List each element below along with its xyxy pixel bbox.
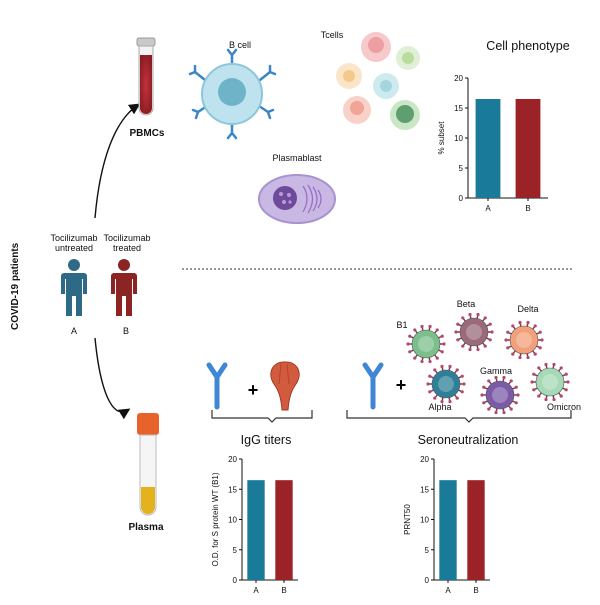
letter-b: B	[123, 326, 129, 336]
y-tick-label: 0	[459, 194, 464, 203]
variant-label-omicron: Omicron	[547, 402, 581, 412]
plasmablast-label: Plasmablast	[272, 153, 322, 163]
y-tick-label: 0	[233, 576, 238, 585]
svg-text:Tocilizumab: Tocilizumab	[50, 233, 97, 243]
y-tick-label: 10	[228, 516, 237, 525]
side-label: COVID-19 patients	[10, 242, 21, 330]
plasmablast-icon	[258, 174, 336, 224]
variant-b1-icon	[406, 324, 446, 364]
bar-b	[515, 99, 541, 198]
person-a-icon	[61, 259, 87, 316]
x-tick-label: B	[281, 586, 286, 595]
variant-label-b1: B1	[396, 320, 407, 330]
t-cells-label: Tcells	[321, 30, 344, 40]
x-tick-label: A	[445, 586, 451, 595]
chart-title: Cell phenotype	[486, 39, 569, 53]
y-tick-label: 15	[454, 104, 463, 113]
arrow-to-pbmcs	[94, 103, 141, 219]
y-tick-label: 10	[420, 516, 429, 525]
arrow-to-plasma	[94, 337, 131, 420]
variant-label-gamma: Gamma	[480, 366, 512, 376]
igg-titers-label: IgG titers	[241, 433, 292, 447]
variant-delta-icon	[504, 320, 544, 360]
variant-label-delta: Delta	[517, 304, 538, 314]
pbmcs-label: PBMCs	[129, 128, 164, 139]
letter-a: A	[71, 326, 77, 336]
plus-sign-2: +	[396, 375, 407, 395]
variant-beta-icon	[454, 312, 494, 352]
y-tick-label: 5	[425, 546, 430, 555]
bar-a	[247, 480, 265, 580]
y-tick-label: 10	[454, 134, 463, 143]
bar-a	[475, 99, 501, 198]
x-tick-label: B	[473, 586, 478, 595]
y-tick-label: 20	[454, 74, 463, 83]
t-cells-icon	[336, 32, 420, 130]
bar-chart-2: 0 5 10 15 20A B O.D. for S protein WT (B1)	[211, 455, 298, 595]
bar-a	[439, 480, 457, 580]
y-axis-label: PRNT50	[403, 504, 412, 535]
variant-label-beta: Beta	[457, 299, 476, 309]
antibody-icon-2	[362, 362, 384, 410]
variant-alpha-icon	[426, 364, 466, 404]
blood-tube-icon	[136, 37, 156, 116]
spike-protein-icon	[270, 361, 300, 411]
x-tick-label: A	[253, 586, 259, 595]
x-tick-label: A	[485, 204, 491, 213]
y-axis-label: O.D. for S protein WT (B1)	[211, 472, 220, 566]
y-tick-label: 5	[459, 164, 464, 173]
b-cell-label: B cell	[229, 40, 251, 50]
variant-omicron-icon	[530, 362, 570, 402]
person-b-icon	[111, 259, 137, 316]
variant-gamma-icon	[480, 375, 520, 415]
y-tick-label: 5	[233, 546, 238, 555]
patient-b-label: Tocilizumab treated	[103, 233, 150, 253]
svg-text:Tocilizumab: Tocilizumab	[103, 233, 150, 243]
y-tick-label: 15	[420, 485, 429, 494]
bracket-igg	[211, 410, 313, 423]
antibody-icon	[206, 362, 228, 410]
bar-b	[275, 480, 293, 580]
y-tick-label: 20	[420, 455, 429, 464]
seroneutralization-label: Seroneutralization	[418, 433, 519, 447]
y-tick-label: 15	[228, 485, 237, 494]
y-tick-label: 20	[228, 455, 237, 464]
svg-text:untreated: untreated	[55, 243, 93, 253]
variant-label-alpha: Alpha	[428, 402, 451, 412]
plus-sign-1: +	[248, 380, 259, 400]
y-axis-label: % subset	[437, 121, 446, 155]
x-tick-label: B	[525, 204, 530, 213]
plasma-tube-icon	[137, 413, 159, 516]
bar-chart-1: 0 5 10 15 20A B % subset Cell phenotype	[437, 39, 570, 213]
bar-chart-3: 0 5 10 15 20A B PRNT50	[403, 455, 490, 595]
svg-text:treated: treated	[113, 243, 141, 253]
bracket-seroneutralization	[346, 410, 572, 423]
plasma-label: Plasma	[128, 522, 163, 533]
b-cell-icon	[188, 48, 277, 140]
y-tick-label: 0	[425, 576, 430, 585]
bar-b	[467, 480, 485, 580]
patient-a-label: Tocilizumab untreated	[50, 233, 97, 253]
